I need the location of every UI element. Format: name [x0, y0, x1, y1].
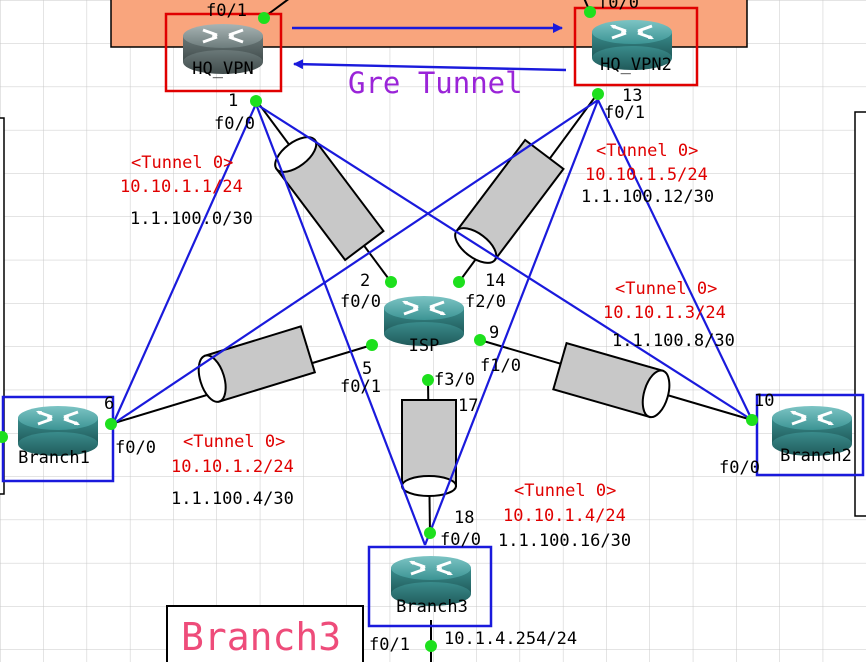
router-branch2-highlight — [755, 393, 865, 477]
tunnel-cylinder-branch1 — [197, 325, 317, 403]
b3-lan-subnet: 10.1.4.254/24 — [444, 629, 577, 649]
port-dot — [592, 88, 604, 100]
router-branch3[interactable]: Branch3 — [367, 545, 493, 628]
port-dot — [0, 431, 8, 443]
router-hq-vpn-highlight — [164, 12, 283, 93]
router-hq-vpn2[interactable]: HQ_VPN2 — [573, 6, 699, 87]
isp-f20-label: f2/0 — [465, 292, 506, 312]
router-hq-vpn-label: HQ_VPN — [192, 59, 253, 79]
router-hq-vpn2-highlight — [573, 6, 699, 87]
port-dot — [453, 276, 465, 288]
port-dot — [424, 527, 436, 539]
left-edge-box — [0, 117, 5, 495]
port-dot — [584, 6, 596, 18]
right-edge-box — [854, 111, 866, 517]
hq2-tunnel-label: <Tunnel 0> — [596, 141, 698, 161]
gre-tunnel-lines — [111, 99, 753, 546]
port-dot — [425, 640, 437, 652]
hq-f00-label: f0/0 — [214, 114, 255, 134]
tunnel-cylinder-branch3 — [401, 399, 457, 497]
b2-port10-label: 10 — [754, 391, 774, 411]
hq-f01-label: f0/1 — [206, 1, 247, 21]
port-dot — [474, 334, 486, 346]
isp-f30-label: f3/0 — [434, 370, 475, 390]
tunnel-labels: <Tunnel 0> 10.10.1.1/24 <Tunnel 0> 10.10… — [120, 141, 726, 526]
b2-f00-label: f0/0 — [719, 458, 760, 478]
gre-tunnel-label: Gre Tunnel — [348, 66, 523, 100]
hq2-port13-label: 13 — [622, 86, 642, 106]
b1-f00-label: f0/0 — [115, 438, 156, 458]
gre-arrows — [292, 23, 567, 72]
isp-port17-label: 17 — [458, 396, 478, 416]
port-dot — [258, 12, 270, 24]
b3-port18-label: 18 — [454, 508, 474, 528]
router-branch3-highlight — [367, 545, 493, 628]
isp-port9-label: 9 — [489, 323, 499, 343]
isp-port5-label: 5 — [362, 359, 372, 379]
b2-isp-subnet: 1.1.100.8/30 — [612, 331, 735, 351]
branch3-area-label: Branch3 — [181, 615, 341, 659]
isp-port2-label: 2 — [360, 271, 370, 291]
isp-f10-label: f1/0 — [480, 356, 521, 376]
port-dot — [385, 276, 397, 288]
hq2-f01-label: f0/1 — [604, 103, 645, 123]
hq-tunnel-label: <Tunnel 0> — [131, 153, 233, 173]
router-branch3-label: Branch3 — [396, 597, 468, 617]
hq-tunnel-ip: 10.10.1.1/24 — [120, 177, 243, 197]
b3-f00-label: f0/0 — [440, 530, 481, 550]
gre-arrow-left — [293, 59, 567, 72]
router-branch2-label: Branch2 — [780, 446, 852, 466]
router-isp-label: ISP — [409, 336, 440, 356]
b3-f01-label: f0/1 — [369, 635, 410, 655]
b1-tunnel-label: <Tunnel 0> — [183, 432, 285, 452]
port-dots — [0, 6, 758, 652]
port-dot — [746, 414, 758, 426]
router-branch1-label: Branch1 — [18, 448, 90, 468]
tunnel-cylinder-hq — [274, 136, 385, 262]
isp-f00-label: f0/0 — [340, 292, 381, 312]
tunnel-cylinder-branch2 — [552, 341, 671, 419]
b1-tunnel-ip: 10.10.1.2/24 — [171, 457, 294, 477]
b3-tunnel-ip: 10.10.1.4/24 — [503, 506, 626, 526]
isp-f01-label: f0/1 — [340, 377, 381, 397]
hq2-tunnel-ip: 10.10.1.5/24 — [585, 165, 708, 185]
hq-isp-subnet: 1.1.100.0/30 — [130, 209, 253, 229]
interface-labels: f0/1 f0/0 1 f0/0 13 f0/1 2 f0/0 14 f2/0 … — [104, 0, 774, 655]
router-isp[interactable]: ISP — [382, 294, 466, 356]
router-branch2[interactable]: Branch2 — [755, 393, 865, 477]
router-hq-vpn2-label: HQ_VPN2 — [600, 55, 672, 75]
isp-port14-label: 14 — [485, 271, 505, 291]
port-dot — [366, 339, 378, 351]
b2-tunnel-ip: 10.10.1.3/24 — [603, 303, 726, 323]
hq2-f00-label: f0/0 — [598, 0, 639, 13]
subnet-labels: 1.1.100.0/30 1.1.100.12/30 1.1.100.4/30 … — [130, 187, 735, 649]
port-dot — [422, 374, 434, 386]
port-dot — [105, 418, 117, 430]
hq2-isp-subnet: 1.1.100.12/30 — [581, 187, 714, 207]
port-dot — [250, 95, 262, 107]
hq-port1-label: 1 — [228, 91, 238, 111]
b3-isp-subnet: 1.1.100.16/30 — [498, 531, 631, 551]
router-hq-vpn[interactable]: HQ_VPN — [164, 12, 283, 93]
b1-port6-label: 6 — [104, 394, 114, 414]
branch3-area-box — [166, 605, 364, 662]
b3-tunnel-label: <Tunnel 0> — [514, 481, 616, 501]
b1-isp-subnet: 1.1.100.4/30 — [171, 489, 294, 509]
b2-tunnel-label: <Tunnel 0> — [615, 279, 717, 299]
